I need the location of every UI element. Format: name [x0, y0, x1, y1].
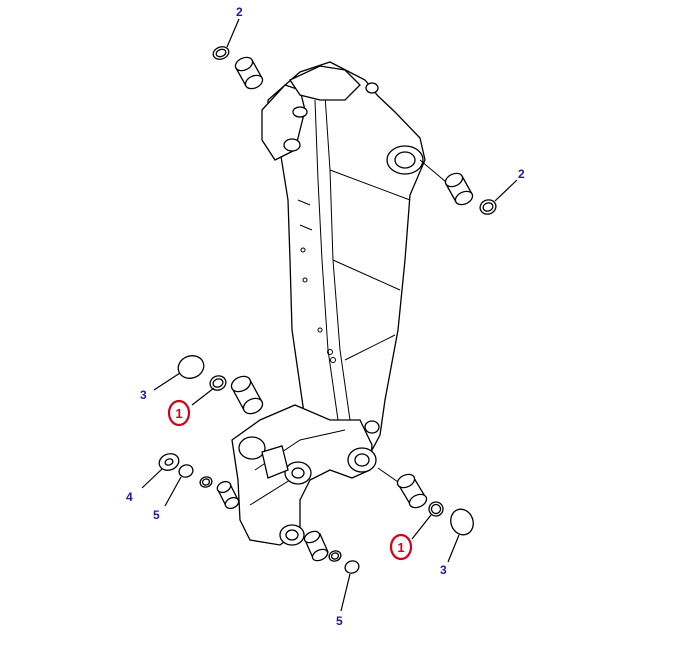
- o-ring-left-large: [177, 355, 205, 379]
- leader-lines: [141, 18, 518, 612]
- bushing-bottom: [303, 530, 329, 562]
- dust-seal-right: [428, 501, 444, 517]
- seal-bottom: [328, 550, 342, 562]
- callout-3-left: 3: [140, 388, 147, 402]
- callout-2-top: 2: [236, 5, 243, 19]
- snap-ring-upper-right: [479, 199, 497, 215]
- o-ring-bottom: [344, 560, 360, 574]
- o-ring-right-large: [450, 508, 474, 536]
- callout-1-right-highlight: 1: [389, 533, 413, 561]
- callout-1-left-highlight: 1: [167, 399, 191, 427]
- callout-1-right: 1: [397, 540, 404, 555]
- bushing-right-lower: [396, 473, 428, 509]
- seal-left-lower: [199, 476, 213, 488]
- bushing-left-middle: [230, 375, 264, 415]
- bushing-top: [234, 56, 264, 90]
- callout-5-bottom: 5: [336, 614, 343, 628]
- dust-seal-left: [209, 375, 227, 391]
- o-ring-left-lower: [178, 464, 194, 478]
- snap-ring-top: [212, 46, 230, 60]
- callout-2-right: 2: [518, 167, 525, 181]
- callout-1-left: 1: [175, 406, 182, 421]
- callouts: 2 2 3 3 4 5 5 1 1: [126, 5, 525, 628]
- axis-line-upper-right: [419, 159, 447, 183]
- bushing-left-lower: [216, 480, 240, 510]
- lower-link-assembly: [231, 404, 380, 546]
- shim-left: [158, 453, 180, 471]
- axis-line-right-lower: [377, 467, 399, 483]
- excavator-arm: [261, 61, 426, 461]
- callout-5-left: 5: [153, 508, 160, 522]
- bushing-upper-right: [444, 172, 474, 206]
- callout-3-right: 3: [440, 563, 447, 577]
- callout-4: 4: [126, 490, 133, 504]
